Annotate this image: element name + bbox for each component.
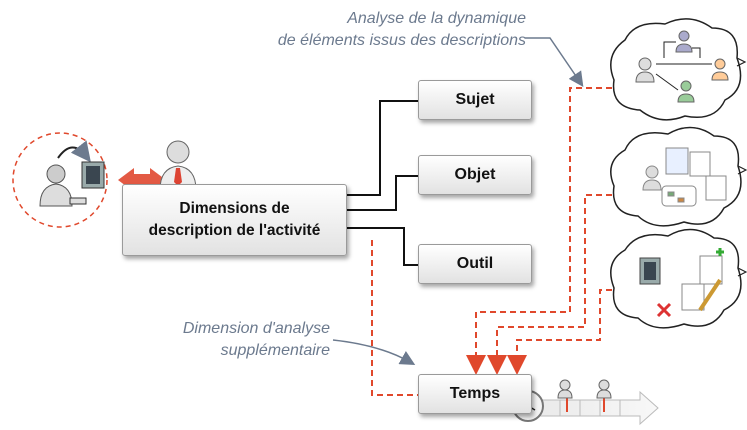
dashed-main-to-temps (371, 240, 418, 396)
note-extra-dimension: Dimension d'analyse supplémentaire (100, 318, 330, 362)
dimension-box-temps: Temps (418, 374, 532, 414)
dimension-box-outil: Outil (418, 244, 532, 284)
timeline-markers (566, 396, 605, 412)
note-extra-line1: Dimension d'analyse (182, 320, 330, 337)
network-people-icon (635, 30, 729, 103)
main-box-line1: Dimensions de (179, 200, 290, 217)
main-dimensions-box: Dimensions de description de l'activité (122, 184, 347, 256)
exchange-arrow-icon (57, 140, 91, 163)
note-arrow-top (525, 37, 584, 87)
user-computer-group (12, 132, 108, 228)
tools-icons (639, 248, 724, 318)
person-tie-icon (159, 140, 197, 191)
user-icon (39, 164, 73, 207)
dimension-box-sujet: Sujet (418, 80, 532, 120)
main-box-line2: description de l'activité (148, 222, 321, 239)
document-icons (642, 147, 727, 207)
note-dynamics: Analyse de la dynamique de éléments issu… (150, 8, 526, 52)
cloud-tools (610, 228, 747, 329)
note-arrow-bottom (332, 339, 416, 365)
computer-icon (69, 161, 105, 205)
cloud-documents (610, 126, 747, 227)
dimension-connectors (347, 100, 418, 266)
dashed-cloud-links (466, 87, 612, 375)
note-dynamics-line2: de éléments issus des descriptions (277, 32, 526, 49)
dimension-box-objet: Objet (418, 155, 532, 195)
timeline-users-icon (557, 379, 612, 399)
cloud-dynamics (610, 18, 747, 121)
user-context-circle (12, 132, 108, 228)
timeline-ticks (559, 400, 621, 416)
note-dynamics-line1: Analyse de la dynamique (347, 10, 526, 27)
note-extra-line2: supplémentaire (220, 342, 330, 359)
